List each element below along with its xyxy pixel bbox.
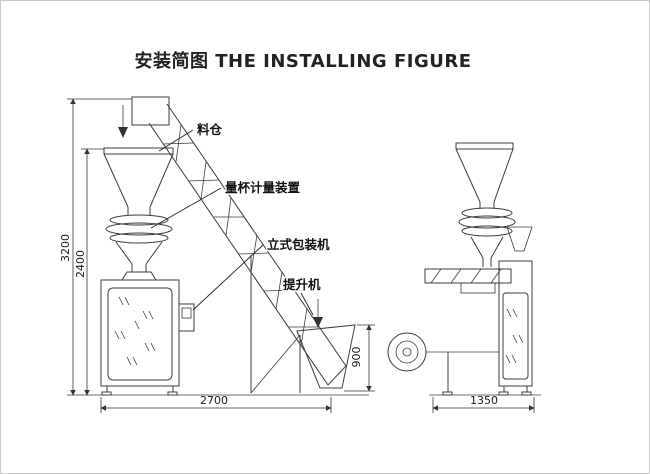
- elevator-support-frame: [250, 255, 301, 394]
- dimension-elevator-inlet-height: 900: [344, 324, 375, 392]
- door-marks: [114, 296, 156, 366]
- elevator-bracing: [162, 124, 319, 347]
- right-machine-side-view: [387, 142, 533, 396]
- hopper-funnel: [103, 147, 174, 215]
- side-machine-body: [498, 260, 533, 387]
- vibrating-tray: [424, 268, 512, 294]
- callout-vertical-packing-machine: 立式包装机: [192, 236, 332, 311]
- elevator-head: [131, 96, 170, 126]
- measuring-cup-device: [105, 214, 173, 281]
- feed-hopper-arrow-icon: [313, 299, 323, 328]
- dimension-overall-height: 3200: [59, 98, 132, 396]
- page-title: 安装简图 THE INSTALLING FIGURE: [135, 50, 472, 72]
- side-measuring-device: [458, 207, 516, 267]
- dimension-side-width: 1350: [432, 394, 535, 413]
- dim-2700: 2700: [200, 394, 228, 407]
- control-panel: [178, 303, 195, 332]
- film-roll: [387, 332, 499, 396]
- callout-hopper: 料仓: [158, 121, 224, 152]
- left-machine-front-view: [100, 105, 195, 396]
- label-elevator: 提升机: [283, 277, 321, 292]
- label-hopper: 料仓: [197, 122, 223, 137]
- side-machine-legs: [498, 386, 532, 396]
- machine-legs: [101, 386, 178, 396]
- label-measuring-device: 量杯计量装置: [225, 180, 301, 195]
- bag-former-cone: [506, 226, 533, 252]
- dim-900: 900: [350, 347, 363, 368]
- dimension-machine-height: 2400: [74, 148, 104, 396]
- side-hopper-funnel: [455, 142, 514, 209]
- label-vertical-packing-machine: 立式包装机: [267, 237, 330, 252]
- dimension-front-width: 2700: [100, 394, 332, 413]
- callout-measuring-device: 量杯计量装置: [150, 179, 302, 229]
- feed-arrow-icon: [118, 105, 128, 138]
- dim-3200: 3200: [59, 234, 72, 262]
- dim-2400: 2400: [74, 250, 87, 278]
- side-door-marks: [505, 308, 524, 364]
- machine-body: [100, 279, 195, 396]
- elevator-feed-hopper: [296, 299, 356, 389]
- dim-1350: 1350: [470, 394, 498, 407]
- callout-elevator: 提升机: [282, 276, 323, 316]
